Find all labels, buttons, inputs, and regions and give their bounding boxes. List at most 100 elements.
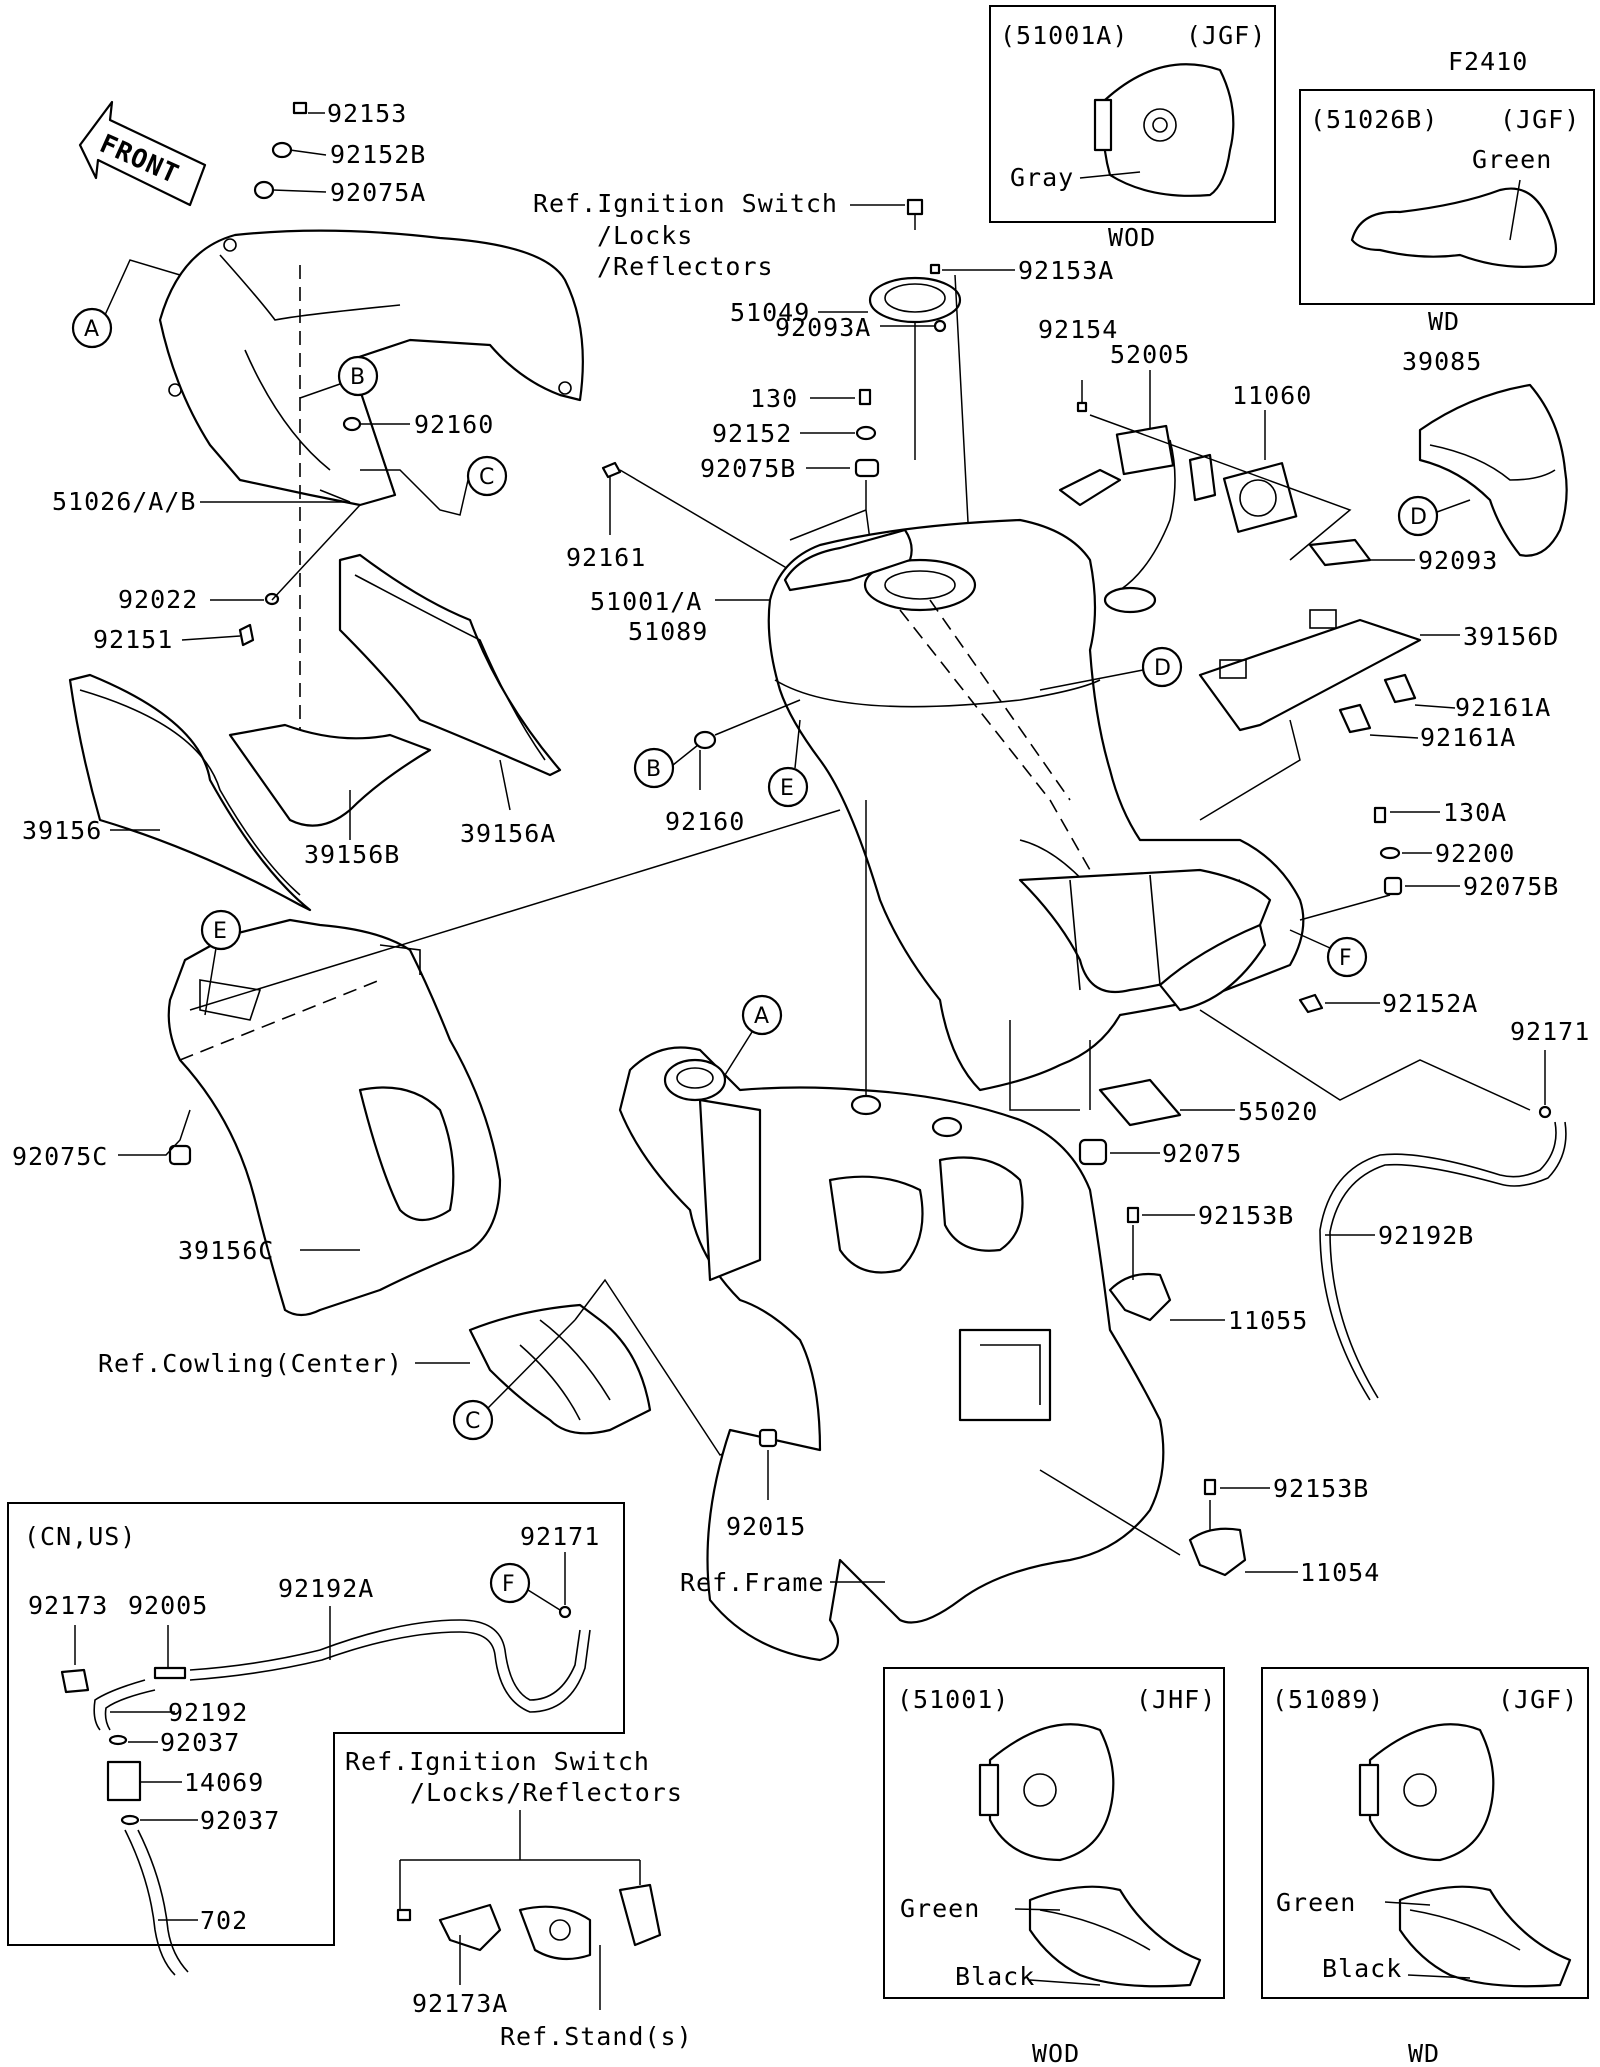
ref-cowling: Ref.Cowling(Center) <box>98 1349 403 1378</box>
part-92192B: 92192B <box>1378 1221 1474 1250</box>
inset-51089-color1: Green <box>1276 1888 1356 1917</box>
part-11055: 11055 <box>1228 1306 1308 1335</box>
part-92152B: 92152B <box>330 140 426 169</box>
callout-c-top: C <box>479 465 494 490</box>
callout-e-left: E <box>213 919 227 944</box>
tank-jhf-drawing <box>988 1723 1115 1862</box>
part-92152: 92152 <box>712 419 792 448</box>
bracket-11054-drawing <box>1188 1527 1247 1577</box>
part-92171-right: 92171 <box>1510 1017 1590 1046</box>
callout-a-frame: A <box>754 1004 769 1029</box>
part-92153B-lower: 92153B <box>1273 1474 1369 1503</box>
inset-box-51001a <box>989 5 1276 223</box>
part-39156D: 39156D <box>1463 622 1559 651</box>
callout-e-mid: E <box>780 776 794 801</box>
part-14069: 14069 <box>184 1768 264 1797</box>
part-92075A: 92075A <box>330 178 426 207</box>
inset-box-51026b <box>1299 89 1595 305</box>
diagram-code: F2410 <box>1448 47 1528 76</box>
hose-92192a-drawing <box>189 1619 581 1701</box>
inset-51089-color2: Black <box>1322 1954 1402 1983</box>
part-92173: 92173 <box>28 1591 108 1620</box>
part-92153B-upper: 92153B <box>1198 1201 1294 1230</box>
part-51001: 51001/A <box>590 587 702 616</box>
ref-ignition-bottom-line1: Ref.Ignition Switch <box>345 1747 650 1776</box>
callout-f-right: F <box>1339 946 1352 971</box>
part-92153A: 92153A <box>1018 256 1114 285</box>
side-cover-51026-drawing <box>158 229 584 507</box>
part-92173A: 92173A <box>412 1989 508 2018</box>
fuel-cap-icon <box>1143 108 1177 142</box>
hose-702-drawing <box>124 1829 189 1976</box>
part-92075B: 92075B <box>700 454 796 483</box>
part-51089: 51089 <box>628 617 708 646</box>
part-11060: 11060 <box>1232 381 1312 410</box>
gasket-11060-drawing <box>1222 462 1298 533</box>
callout-d-mid: D <box>1154 656 1171 681</box>
part-92161: 92161 <box>566 543 646 572</box>
bracket-92173a-drawing <box>438 1903 502 1952</box>
part-51026: 51026/A/B <box>52 487 196 516</box>
inset-51001-color2: Black <box>955 1962 1035 1991</box>
part-92151: 92151 <box>93 625 173 654</box>
inset-box-cn-us <box>7 1502 625 1946</box>
callout-d-right: D <box>1410 505 1427 530</box>
inset-box-51089 <box>1261 1667 1589 1999</box>
part-130A: 130A <box>1443 798 1507 827</box>
part-92152A: 92152A <box>1382 989 1478 1018</box>
ref-stand: Ref.Stand(s) <box>500 2022 693 2051</box>
part-92200: 92200 <box>1435 839 1515 868</box>
part-51049: 51049 <box>730 298 810 327</box>
part-92153: 92153 <box>327 99 407 128</box>
part-92037-upper: 92037 <box>160 1728 240 1757</box>
tank-jgf-drawing <box>1368 1723 1495 1862</box>
inset-51001-code: (51001) <box>897 1685 1009 1714</box>
inset-region-label: (CN,US) <box>24 1522 136 1551</box>
part-92075B-right: 92075B <box>1463 872 1559 901</box>
side-cover-jgf-drawing <box>1398 1885 1572 1988</box>
callout-b-top: B <box>350 365 365 390</box>
part-92160-mid: 92160 <box>665 807 745 836</box>
part-39156C: 39156C <box>178 1236 274 1265</box>
part-39156: 39156 <box>22 816 102 845</box>
part-702: 702 <box>200 1906 248 1935</box>
part-92160-top: 92160 <box>414 410 494 439</box>
callout-b-mid: B <box>646 757 661 782</box>
part-92192A: 92192A <box>278 1574 374 1603</box>
inset-51001a-variant: (JGF) <box>1186 21 1266 50</box>
callout-a-top: A <box>84 317 99 342</box>
part-39156A: 39156A <box>460 819 556 848</box>
part-11054: 11054 <box>1300 1558 1380 1587</box>
fuel-pump-52005-drawing <box>1115 424 1175 476</box>
ref-ignition-line3: /Reflectors <box>597 252 774 281</box>
ref-ignition-line1: Ref.Ignition Switch <box>533 189 838 218</box>
part-52005: 52005 <box>1110 340 1190 369</box>
shield-39156-drawing <box>68 673 312 912</box>
inset-51026b-color: Green <box>1472 145 1552 174</box>
ignition-switch-drawing <box>518 1905 592 1961</box>
inset-51001a-finish: WOD <box>1108 223 1156 252</box>
part-92005: 92005 <box>128 1591 208 1620</box>
inset-51089-code: (51089) <box>1272 1685 1384 1714</box>
part-92015: 92015 <box>726 1512 806 1541</box>
callout-c-left: C <box>465 1409 480 1434</box>
side-cover-jhf-drawing <box>1028 1885 1202 1988</box>
ref-ignition-line2: /Locks <box>597 221 693 250</box>
part-92093A: 92093A <box>775 313 871 342</box>
fuel-tank-drawing <box>767 518 1305 1092</box>
inset-51001-color1: Green <box>900 1894 980 1923</box>
heat-shield-39156d-drawing <box>1198 618 1422 732</box>
shield-39156a-drawing <box>338 553 562 777</box>
part-92075C: 92075C <box>12 1142 108 1171</box>
callout-f-inset: F <box>502 1572 515 1597</box>
inset-51001a-code: (51001A) <box>1000 21 1128 50</box>
inset-51026b-finish: WD <box>1428 307 1460 336</box>
pad-55020-drawing <box>1098 1078 1182 1127</box>
part-55020: 55020 <box>1238 1097 1318 1126</box>
part-92037-lower: 92037 <box>200 1806 280 1835</box>
inset-51001-finish: WOD <box>1032 2039 1080 2067</box>
inset-51001a-color: Gray <box>1010 163 1074 192</box>
part-92022: 92022 <box>118 585 198 614</box>
tank-cover-gray-drawing <box>1102 63 1235 197</box>
